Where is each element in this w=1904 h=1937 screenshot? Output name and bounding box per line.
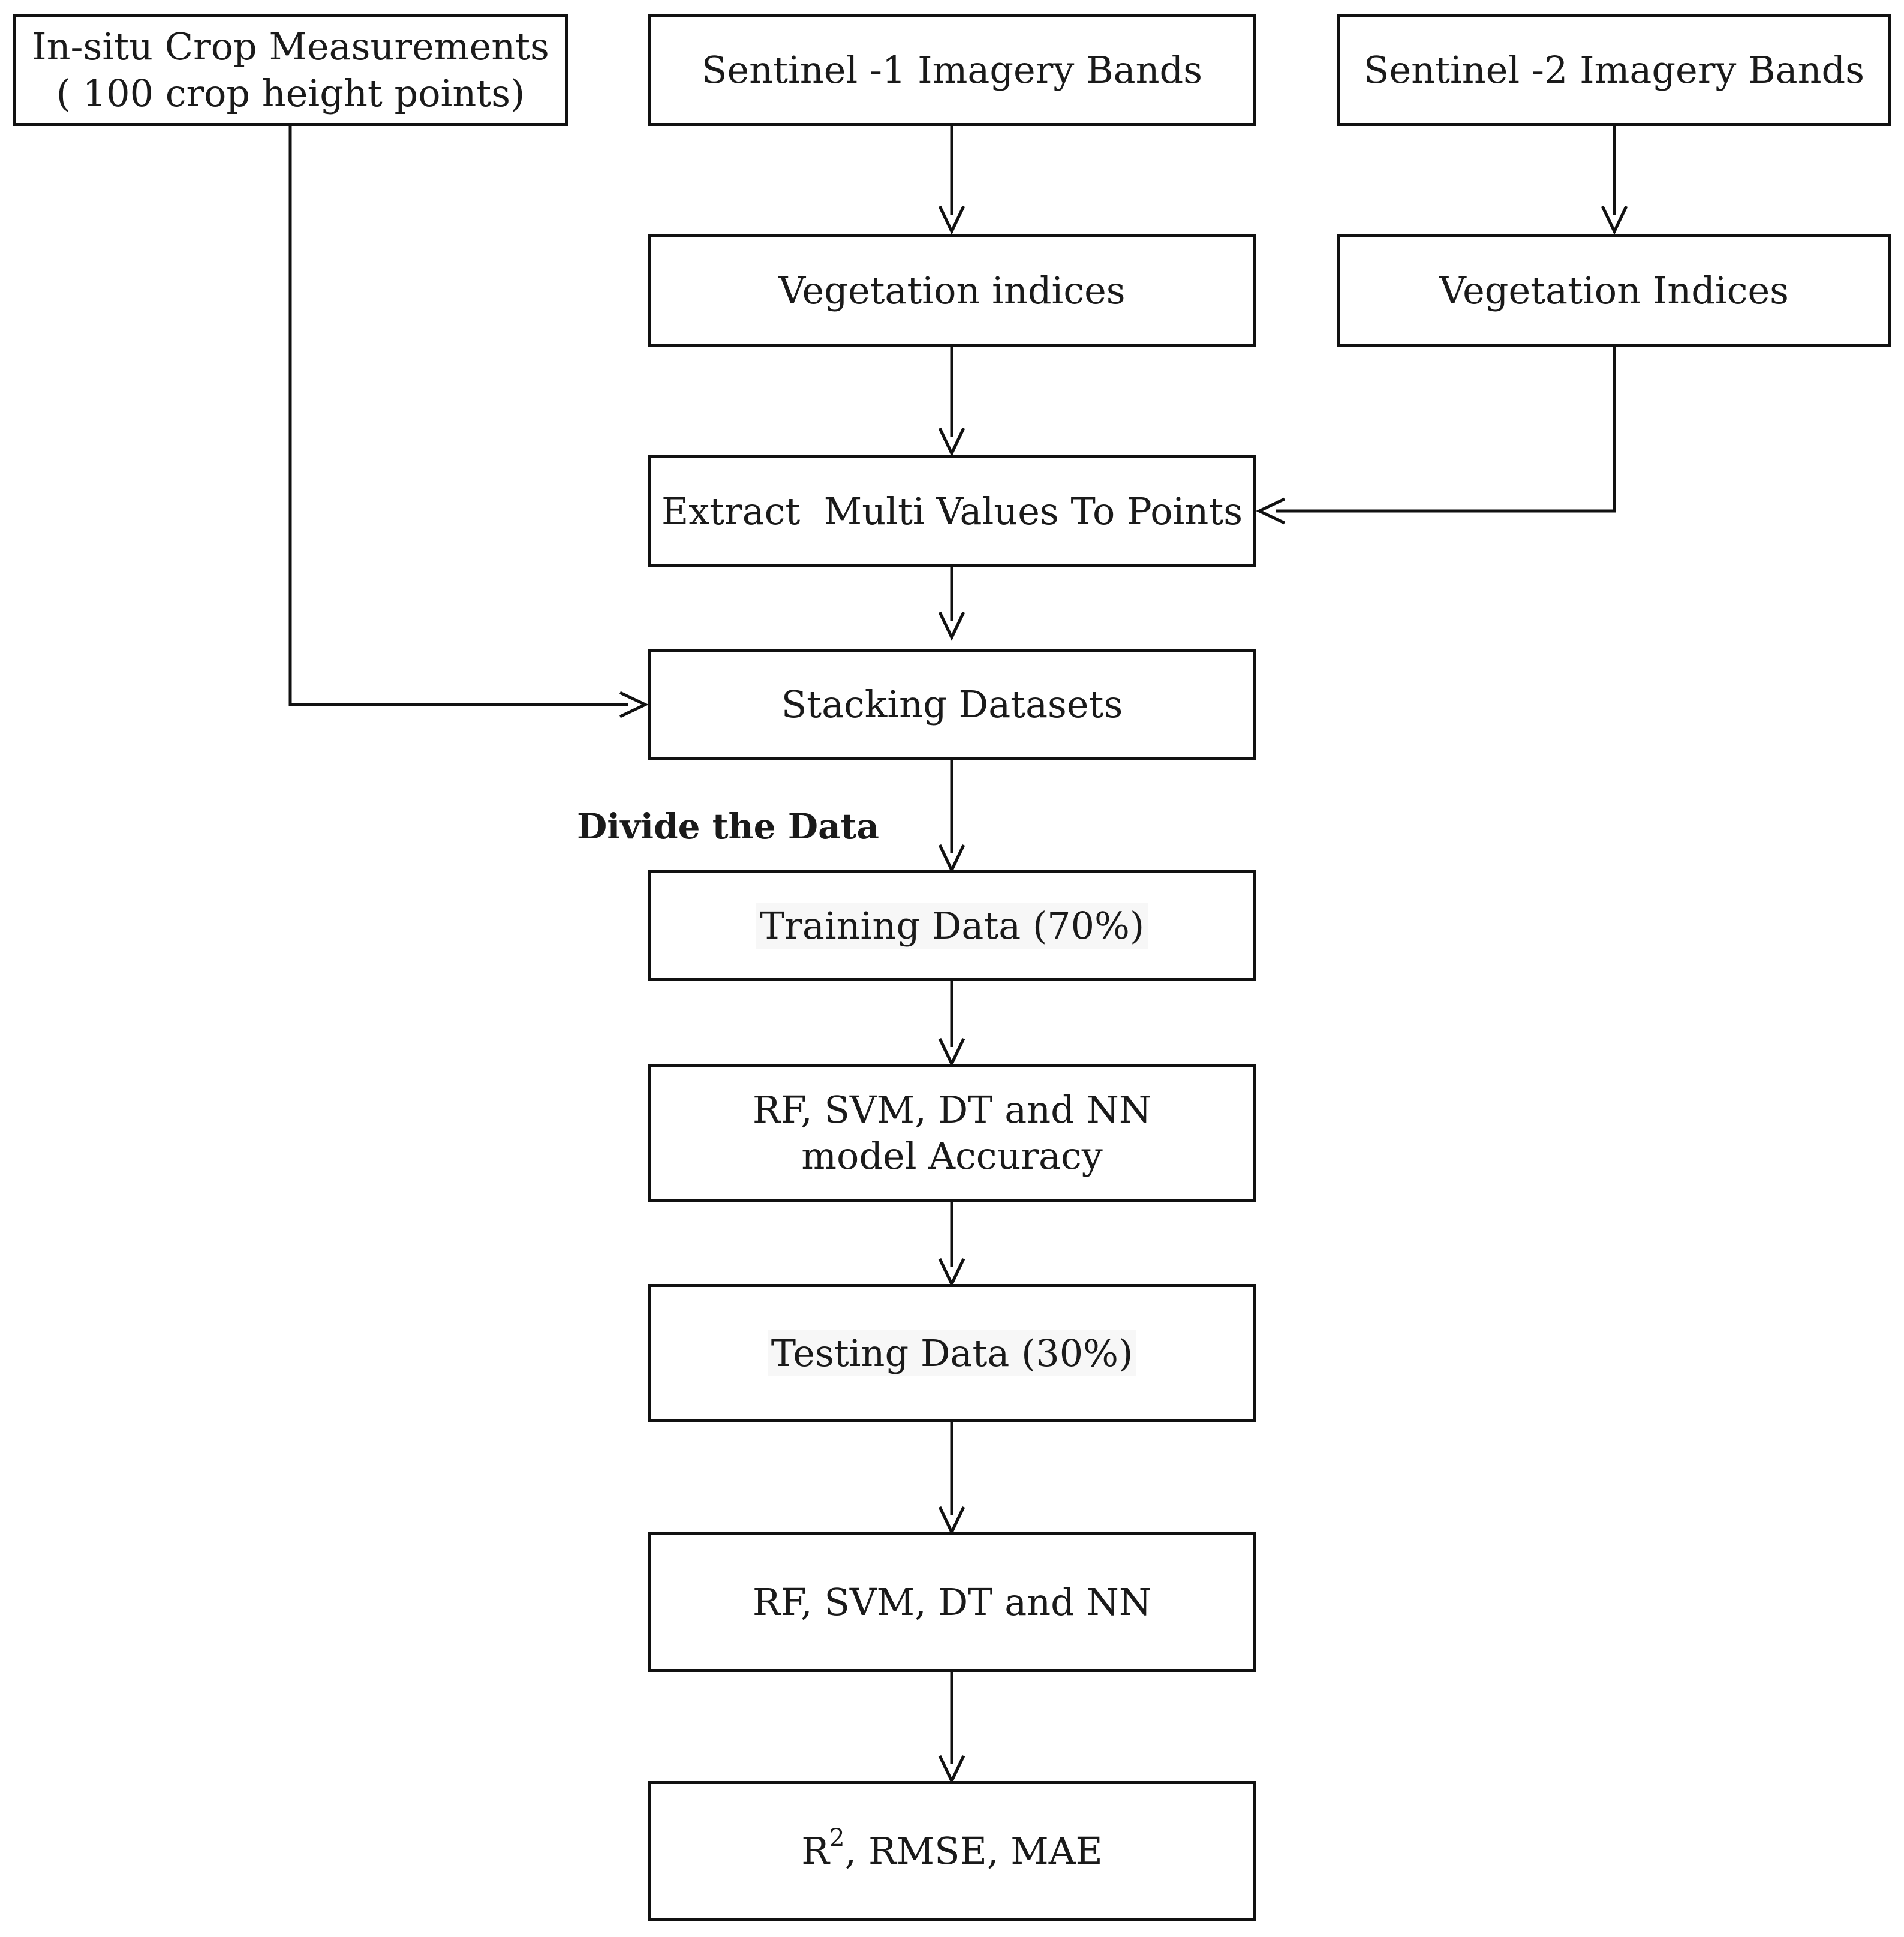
node-s1-vi-label: Vegetation indices (778, 268, 1126, 312)
arrowhead-s1vi (938, 205, 965, 235)
node-metrics: R2, RMSE, MAE (648, 1781, 1256, 1921)
node-testing: Testing Data (30%) (648, 1284, 1256, 1422)
node-s2-vi: Vegetation Indices (1337, 234, 1891, 347)
node-training: Training Data (70%) (648, 870, 1256, 981)
divide-data-label: Divide the Data (577, 806, 880, 847)
node-insitu-line2: ( 100 crop height points) (56, 71, 525, 115)
arrowhead-extract-top (938, 427, 965, 457)
node-accuracy: RF, SVM, DT and NN model Accuracy (648, 1064, 1256, 1202)
node-extract-label: Extract Multi Values To Points (661, 489, 1243, 533)
node-s1-bands-label: Sentinel -1 Imagery Bands (701, 47, 1203, 92)
node-accuracy-line2: model Accuracy (801, 1134, 1103, 1178)
metrics-rest: , RMSE, MAE (844, 1828, 1103, 1873)
node-training-label: Training Data (70%) (756, 902, 1148, 949)
node-models-label: RF, SVM, DT and NN (752, 1580, 1152, 1624)
arrow-s2vi-to-extract (1276, 347, 1616, 513)
arrowhead-extract-right (1256, 497, 1286, 525)
arrowhead-stacking-left (619, 691, 649, 718)
node-extract: Extract Multi Values To Points (648, 455, 1256, 567)
arrow-insitu-to-stacking (288, 126, 628, 706)
node-s2-vi-label: Vegetation Indices (1439, 268, 1789, 312)
node-s1-bands: Sentinel -1 Imagery Bands (648, 14, 1256, 126)
arrowhead-s2vi (1601, 205, 1628, 235)
node-models: RF, SVM, DT and NN (648, 1532, 1256, 1672)
node-stacking-label: Stacking Datasets (781, 682, 1123, 727)
node-s2-bands-label: Sentinel -2 Imagery Bands (1363, 47, 1865, 92)
node-s2-bands: Sentinel -2 Imagery Bands (1337, 14, 1891, 126)
metrics-r: R (801, 1828, 829, 1873)
node-insitu: In-situ Crop Measurements ( 100 crop hei… (13, 14, 568, 126)
arrowhead-stacking-top (938, 611, 965, 641)
node-metrics-label: R2, RMSE, MAE (801, 1825, 1103, 1875)
node-testing-label: Testing Data (30%) (767, 1330, 1137, 1377)
node-s1-vi: Vegetation indices (648, 234, 1256, 347)
node-insitu-line1: In-situ Crop Measurements (32, 25, 549, 68)
node-stacking: Stacking Datasets (648, 649, 1256, 760)
metrics-superscript: 2 (829, 1823, 845, 1852)
node-accuracy-line1: RF, SVM, DT and NN (752, 1087, 1152, 1132)
